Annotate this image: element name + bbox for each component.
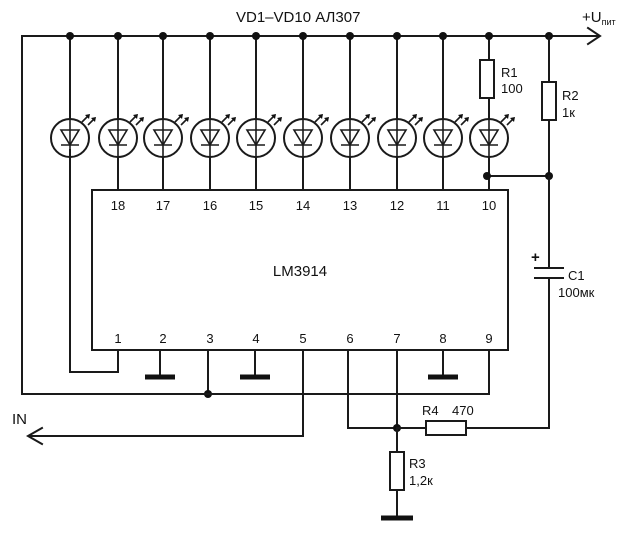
r4-name: R4 [422,403,439,418]
pin-label: 16 [203,198,217,213]
light-emission-icon [314,114,329,126]
pin-label: 9 [485,331,492,346]
led-vd2 [98,35,144,191]
light-emission-icon [361,114,376,126]
led-part-label: VD1–VD10 АЛ307 [236,9,360,26]
pin-label: 5 [299,331,306,346]
pin-label: 18 [111,198,125,213]
pin-label: 6 [346,331,353,346]
pin-label: 13 [343,198,357,213]
c1-polarity: + [531,249,540,266]
light-emission-icon [408,114,423,126]
pin-label: 12 [390,198,404,213]
light-emission-icon [500,114,515,126]
junction-dot [66,32,74,40]
chip-name: LM3914 [273,263,327,280]
r3-name: R3 [409,456,426,471]
resistor-r1: R1 100 [479,59,523,99]
led-array [50,35,515,191]
junction-dot [206,32,214,40]
junction-dot [114,32,122,40]
resistor-r3: R3 1,2к [381,427,433,521]
pin-label: 15 [249,198,263,213]
chip-top-pins: 18 17 16 15 14 13 12 11 10 [111,198,496,213]
light-emission-icon [221,114,236,126]
light-emission-icon [129,114,144,126]
r3-value: 1,2к [409,473,433,488]
r1-name: R1 [501,65,518,80]
led-vd4 [190,35,236,191]
junction-dot [252,32,260,40]
pin-label: 7 [393,331,400,346]
light-emission-icon [174,114,189,126]
junction-dot [346,32,354,40]
led-vd1 [50,35,96,158]
input-label: IN [12,411,27,428]
r2-name: R2 [562,88,579,103]
light-emission-icon [81,114,96,126]
light-emission-icon [267,114,282,126]
r1-value: 100 [501,81,523,96]
led-vd8 [377,35,423,191]
pin-label: 1 [114,331,121,346]
r4-value: 470 [452,403,474,418]
pin-label: 10 [482,198,496,213]
wire-pin1-led1 [69,149,119,373]
led-vd9 [423,35,469,191]
junction-dot [299,32,307,40]
pin-label: 17 [156,198,170,213]
junction-dot [485,32,493,40]
junction-dot [483,172,491,180]
rail-junctions [66,32,553,40]
c1-value: 100мк [558,285,595,300]
capacitor-c1: + C1 100мк [531,175,595,429]
chip-bottom-pins: 1 2 3 4 5 6 7 8 9 [114,331,492,346]
wire-input [29,349,304,437]
led-vd5 [236,35,282,191]
wire-pin9-loop [21,349,490,395]
pin-label: 4 [252,331,259,346]
supply-label: +Uпит [582,9,616,27]
pin-label: 11 [436,198,450,213]
junction-dot [393,32,401,40]
junction-dot [439,32,447,40]
pin-label: 2 [159,331,166,346]
c1-name: C1 [568,268,585,283]
pin-label: 14 [296,198,310,213]
pin-label: 8 [439,331,446,346]
resistor-r4: R4 470 [396,403,550,436]
led-vd3 [143,35,189,191]
junction-dot [159,32,167,40]
pin-label: 3 [206,331,213,346]
resistor-r2: R2 1к [541,35,579,177]
led-vd6 [283,35,329,191]
light-emission-icon [454,114,469,126]
led-vd7 [330,35,376,191]
r2-value: 1к [562,105,575,120]
